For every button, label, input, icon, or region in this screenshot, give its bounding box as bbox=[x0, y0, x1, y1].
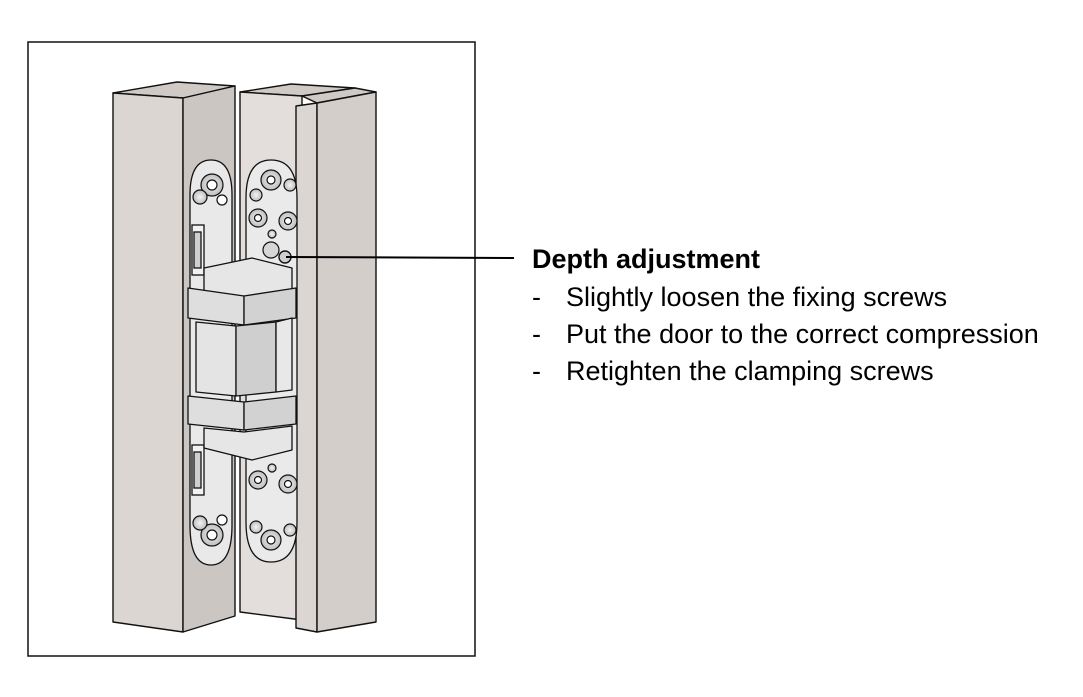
depth-adjustment-callout: Depth adjustment - Slightly loosen the f… bbox=[532, 242, 1077, 390]
step-text: Put the door to the correct compression bbox=[566, 319, 1039, 349]
callout-leader-line bbox=[285, 256, 515, 259]
callout-title: Depth adjustment bbox=[532, 244, 761, 274]
hinge-knuckle-body bbox=[187, 257, 297, 461]
step-item: - Slightly loosen the fixing screws bbox=[532, 279, 1077, 316]
step-dash: - bbox=[532, 282, 541, 312]
step-text: Retighten the clamping screws bbox=[566, 356, 934, 386]
step-text: Slightly loosen the fixing screws bbox=[566, 282, 948, 312]
step-item: - Put the door to the correct compressio… bbox=[532, 316, 1077, 353]
screw-holes-right bbox=[248, 169, 298, 551]
step-dash: - bbox=[532, 356, 541, 386]
step-dash: - bbox=[532, 319, 541, 349]
screw-holes-left bbox=[192, 173, 228, 547]
step-item: - Retighten the clamping screws bbox=[532, 353, 1077, 390]
